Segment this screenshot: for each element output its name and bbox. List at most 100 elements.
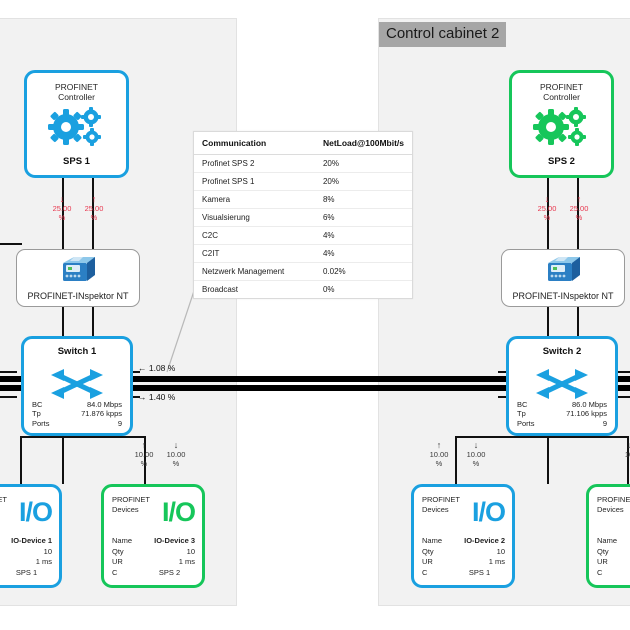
load-label-iodev3-down: ↓ 10.00 % bbox=[159, 441, 193, 469]
bus-label-upper: ← 1.08 % bbox=[138, 363, 176, 373]
table-cell-communication: Netzwerk Management bbox=[194, 262, 315, 281]
io-device-3-header: PROFINET Devices bbox=[112, 495, 150, 515]
io-glyph: I/O bbox=[161, 497, 196, 527]
io-qty-key: Qty bbox=[597, 546, 609, 556]
link-sps1-inspector1-b bbox=[92, 178, 94, 259]
io-ur-key: UR bbox=[112, 557, 123, 566]
arrow-down-icon: ↓ bbox=[544, 194, 550, 204]
stat-key: Ports bbox=[32, 418, 50, 428]
load-unit: % bbox=[575, 213, 583, 222]
link-switch1-backbone-b bbox=[128, 396, 140, 398]
load-value: 10.00 bbox=[134, 450, 154, 459]
load-value: 25.00 bbox=[569, 204, 589, 213]
controller-sps2-header-line2: Controller bbox=[543, 92, 580, 102]
stat-value: 84.0 Mbps bbox=[86, 399, 122, 409]
load-value: 10.00 bbox=[429, 450, 449, 459]
load-value: 25.00 bbox=[52, 204, 72, 213]
arrow-up-icon: ↑ bbox=[141, 440, 147, 450]
link-inspector2-switch2-b bbox=[577, 306, 579, 336]
load-unit: % bbox=[472, 459, 480, 468]
cabinet-title-2: Control cabinet 2 bbox=[379, 22, 507, 47]
io-ur-value: 1 ms bbox=[178, 557, 195, 566]
io-header-line2: Devices bbox=[597, 505, 624, 514]
load-unit: % bbox=[140, 459, 148, 468]
table-cell-communication: C2IT bbox=[194, 244, 315, 263]
link-sps1-inspector1 bbox=[62, 178, 64, 259]
io-device-4-table: Name Qty UR C bbox=[597, 536, 630, 578]
stat-key: BC bbox=[32, 399, 43, 409]
table-cell-communication: Visualsierung bbox=[194, 208, 315, 227]
stat-value: 9 bbox=[602, 418, 607, 428]
switch-1-title: Switch 1 bbox=[57, 346, 97, 357]
io-c-key: C bbox=[112, 567, 118, 577]
table-cell-netload: 4% bbox=[314, 226, 412, 245]
load-label-sps2-up: ↑ 25.00 % bbox=[562, 195, 596, 223]
load-label-sps1-down: ↓ 25.00 % bbox=[45, 195, 79, 223]
stat-key: Tp bbox=[32, 409, 41, 418]
link-switch1-iodev1 bbox=[62, 436, 64, 484]
link-stub-left-top bbox=[0, 243, 22, 245]
arrow-up-icon: ↑ bbox=[436, 440, 442, 450]
load-value: 10.00 bbox=[166, 450, 186, 459]
inspector-1[interactable]: PROFINET-INspektor NT bbox=[16, 249, 140, 307]
load-label-sps1-up: ↑ 25.00 % bbox=[77, 195, 111, 223]
table-cell-communication: Broadcast bbox=[202, 285, 239, 294]
stat-key: Tp bbox=[517, 409, 526, 418]
link-stub-right-a bbox=[612, 371, 630, 373]
inspector-2[interactable]: PROFINET-INspektor NT bbox=[501, 249, 625, 307]
controller-sps1-header: PROFINET Controller bbox=[27, 82, 126, 102]
stat-key: Ports bbox=[517, 418, 535, 428]
io-header-line1: PROFINET bbox=[597, 495, 630, 504]
io-qty-value: 10 bbox=[43, 546, 52, 556]
controller-sps1-header-line1: PROFINET bbox=[55, 82, 98, 92]
table-cell-communication: Profinet SPS 2 bbox=[194, 154, 315, 173]
table-cell-netload: 4% bbox=[314, 244, 412, 263]
io-glyph: I/O bbox=[471, 497, 506, 527]
io-device-4-header: PROFINET Devices bbox=[597, 495, 630, 515]
io-name-key: Name bbox=[422, 536, 443, 545]
table-cell-communication: C2C bbox=[194, 226, 315, 245]
table-cell-communication: Profinet SPS 1 bbox=[194, 172, 315, 191]
backbone-bus-lower bbox=[0, 385, 630, 391]
table-header-communication: Communication bbox=[194, 132, 315, 155]
link-switch1-bus-right bbox=[62, 436, 145, 438]
link-sps2-inspector2 bbox=[547, 178, 549, 259]
io-header-line2: Devices bbox=[112, 505, 139, 514]
controller-sps1[interactable]: PROFINET Controller bbox=[24, 70, 129, 178]
io-name-value: IO-Device 1 bbox=[11, 536, 52, 545]
io-ur-value: 1 ms bbox=[35, 557, 52, 566]
io-ur-value: 1 ms bbox=[488, 557, 505, 566]
arrow-down-icon: ↓ bbox=[626, 440, 630, 450]
link-switch2-drop bbox=[547, 436, 549, 484]
io-name-value: IO-Device 2 bbox=[464, 536, 505, 545]
io-c-value: SPS 1 bbox=[468, 567, 491, 577]
switch-arrows-icon bbox=[24, 364, 130, 404]
controller-sps1-header-line2: Controller bbox=[58, 92, 95, 102]
link-switch2-iodev2-run bbox=[455, 436, 549, 438]
controller-sps2[interactable]: PROFINET Controller bbox=[509, 70, 614, 178]
load-value: 10.00 bbox=[466, 450, 486, 459]
io-glyph: I/O bbox=[18, 497, 53, 527]
load-unit: % bbox=[58, 213, 66, 222]
load-unit: % bbox=[543, 213, 551, 222]
io-ur-key: UR bbox=[597, 557, 608, 566]
link-stub-left-switch-a bbox=[0, 371, 17, 373]
io-device-2-header: PROFINET Devices bbox=[422, 495, 460, 515]
arrow-down-icon: ↓ bbox=[473, 440, 479, 450]
io-device-4[interactable]: PROFINET Devices I/O Name Qty UR C bbox=[586, 484, 630, 588]
io-c-key: C bbox=[597, 567, 603, 577]
inspector-device-icon bbox=[17, 254, 139, 284]
table-cell-netload: 0% bbox=[322, 285, 335, 294]
io-name-key: Name bbox=[112, 536, 133, 545]
